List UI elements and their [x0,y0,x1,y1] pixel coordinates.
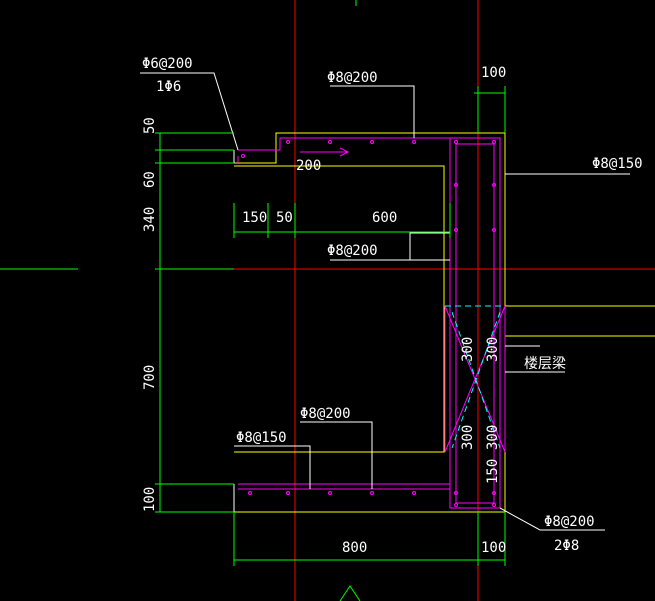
leader-lower-left [234,445,311,489]
label-inner-200: 200 [296,158,321,174]
dim-text-150: 150 [242,210,267,226]
label-bottom-right-bar-sub: 2Φ8 [554,538,579,554]
break-mark-bottom [339,585,361,601]
rebar-dots [241,140,496,507]
label-top-left-bar: Φ6@200 [142,56,193,72]
leader-mid [330,232,450,261]
dim-text-50: 50 [276,210,293,226]
leader-lower [300,421,373,489]
label-lower-left-bar: Φ8@150 [236,430,287,446]
rebar-beam-diag-2 [444,305,506,453]
leader-top [330,85,415,138]
label-lower-bar: Φ8@200 [300,406,351,422]
dim-text-left-100: 100 [142,487,158,512]
label-mid-bar: Φ8@200 [327,243,378,259]
rebar-main [238,137,501,509]
outline-inner [234,165,445,453]
rebar-lines [237,137,506,509]
dim-text-left-50: 50 [142,117,158,134]
label-beam: 楼层梁 [524,356,566,372]
beam-markers [445,305,505,449]
dim-text-800: 800 [342,540,367,556]
dim-text-left-340: 340 [142,207,158,232]
dim-text-600: 600 [372,210,397,226]
dimension-lines [155,0,506,601]
dim-text-left-60: 60 [142,171,158,188]
label-bottom-right-bar: Φ8@200 [544,514,595,530]
dim-text-bottom-100: 100 [481,540,506,556]
label-top-bar: Φ8@200 [327,70,378,86]
beam-marker-diag-2 [451,311,501,449]
dim-text-beam-300-d: 300 [485,425,501,450]
label-top-right-dim: 100 [481,65,506,81]
dim-text-beam-300-a: 300 [460,337,476,362]
dim-text-beam-300-c: 300 [460,425,476,450]
leader-top-left [140,72,239,151]
leader-bottom-right [499,507,605,531]
dim-text-beam-150: 150 [485,459,501,484]
leader-lines [140,72,630,531]
rebar-arrow [339,147,350,157]
label-top-left-bar-sub: 1Φ6 [156,79,181,95]
dim-text-left-700: 700 [142,365,158,390]
label-right-bar: Φ8@150 [592,156,643,172]
dim-text-beam-300-b: 300 [485,337,501,362]
outline-top [234,132,505,164]
